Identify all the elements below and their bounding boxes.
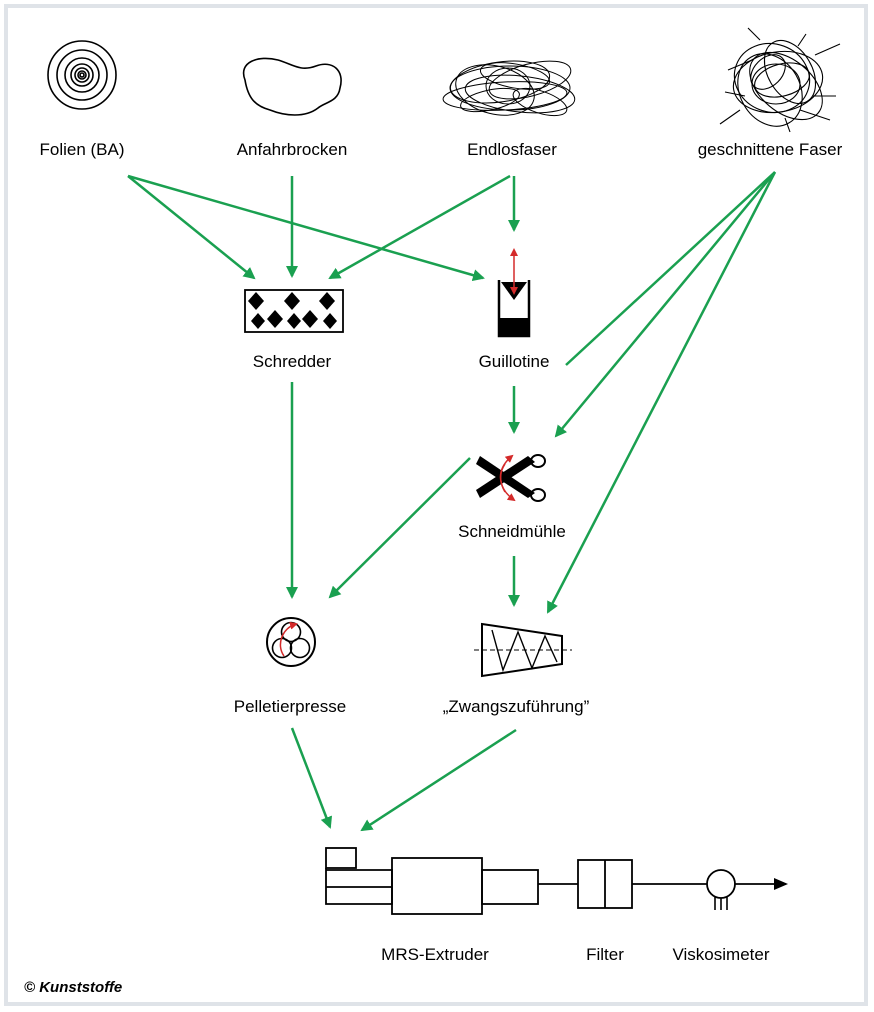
label-geschnittene-faser: geschnittene Faser xyxy=(698,140,843,159)
guillotine-icon xyxy=(497,248,531,338)
flow-arrows xyxy=(127,171,777,832)
label-pelletierpresse: Pelletierpresse xyxy=(234,697,346,716)
filter-icon xyxy=(577,859,633,909)
label-schneidmuehle: Schneidmühle xyxy=(458,522,566,541)
label-schredder: Schredder xyxy=(253,352,332,371)
label-viskosimeter: Viskosimeter xyxy=(673,945,770,964)
extruder-icon xyxy=(325,847,578,915)
viscometer-icon xyxy=(632,869,788,910)
spiral-film-icon xyxy=(47,40,117,110)
label-zwangszufuehrung: „Zwangszuführung” xyxy=(443,697,590,716)
shredder-icon xyxy=(244,289,344,333)
label-endlosfaser: Endlosfaser xyxy=(467,140,557,159)
label-folien: Folien (BA) xyxy=(39,140,124,159)
label-guillotine: Guillotine xyxy=(479,352,550,371)
fiber-tangle-icon xyxy=(442,60,576,117)
label-filter: Filter xyxy=(586,945,624,964)
blob-icon xyxy=(242,57,342,116)
cut-fiber-icon xyxy=(719,27,841,133)
copyright-note: © Kunststoffe xyxy=(24,979,122,996)
label-anfahrbrocken: Anfahrbrocken xyxy=(237,140,348,159)
label-mrs-extruder: MRS-Extruder xyxy=(381,945,489,964)
pellet-press-icon xyxy=(266,617,316,667)
force-feeder-icon xyxy=(474,622,572,678)
diagram-frame xyxy=(4,4,868,1006)
scissors-icon xyxy=(476,454,546,502)
